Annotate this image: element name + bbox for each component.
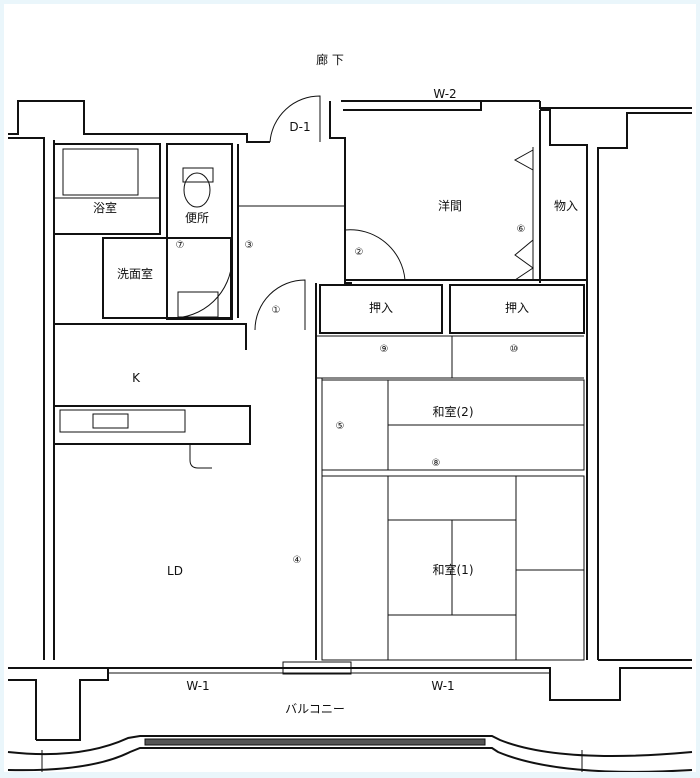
washroom-label: 洗面室 xyxy=(117,266,153,281)
marker-2: ② xyxy=(355,247,364,258)
markers: ① ② ③ ④ ⑤ ⑥ ⑦ ⑧ ⑨ ⑩ xyxy=(176,224,526,566)
closet-left-label: 押入 xyxy=(369,301,393,315)
marker-10: ⑩ xyxy=(510,344,519,355)
western-room-label: 洋間 xyxy=(438,198,462,213)
door-d1-label: D-1 xyxy=(289,120,310,134)
floor-plan-drawing: 廊 下 W-2 D-1 浴室 便所 洗面室 洋間 物入 押入 押入 K LD 和… xyxy=(7,52,693,772)
japanese-room-2-label: 和室(2) xyxy=(433,404,474,419)
marker-7: ⑦ xyxy=(176,240,185,251)
marker-8: ⑧ xyxy=(432,458,441,469)
walls xyxy=(7,95,693,772)
balcony-label: バルコニー xyxy=(285,702,345,716)
window-w2-label: W-2 xyxy=(433,87,456,101)
kitchen-label: K xyxy=(132,371,141,385)
marker-4: ④ xyxy=(293,555,302,566)
toilet-label: 便所 xyxy=(185,211,209,225)
japanese-room-1-label: 和室(1) xyxy=(433,562,474,577)
closet-right-label: 押入 xyxy=(505,301,529,315)
corridor-label: 廊 下 xyxy=(316,52,344,67)
window-w1-left-label: W-1 xyxy=(186,679,209,693)
marker-3: ③ xyxy=(245,240,254,251)
marker-1: ① xyxy=(272,305,281,316)
marker-5: ⑤ xyxy=(336,421,345,432)
labels: 廊 下 W-2 D-1 浴室 便所 洗面室 洋間 物入 押入 押入 K LD 和… xyxy=(93,52,578,716)
marker-6: ⑥ xyxy=(517,224,526,235)
marker-9: ⑨ xyxy=(380,344,389,355)
storage-label: 物入 xyxy=(554,199,578,213)
floor-plan-sheet: 廊 下 W-2 D-1 浴室 便所 洗面室 洋間 物入 押入 押入 K LD 和… xyxy=(4,4,696,772)
window-w1-right-label: W-1 xyxy=(431,679,454,693)
bath-label: 浴室 xyxy=(93,200,117,215)
living-dining-label: LD xyxy=(167,564,183,578)
